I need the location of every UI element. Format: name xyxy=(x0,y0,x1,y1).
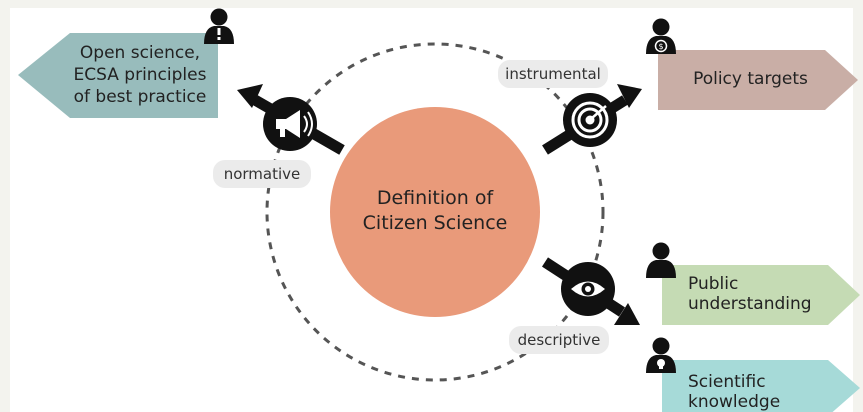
scientific-knowledge-line2: knowledge xyxy=(688,392,781,412)
open-science-label: Open science, ECSA principles of best pr… xyxy=(60,42,220,108)
public-understanding-line1: Public xyxy=(688,274,739,294)
scientific-knowledge-label: Scientific knowledge xyxy=(688,372,828,412)
eye-icon xyxy=(571,281,605,297)
person-exclamation-icon xyxy=(204,8,234,44)
public-understanding-line2: understanding xyxy=(688,294,812,314)
person-dollar-icon: $ xyxy=(646,18,676,54)
target-icon xyxy=(571,101,609,139)
policy-targets-shape xyxy=(658,50,858,110)
center-title-line1: Definition of xyxy=(376,187,494,209)
center-title: Definition of Citizen Science xyxy=(330,186,540,235)
dashed-ring xyxy=(265,42,605,382)
open-science-line3: of best practice xyxy=(73,87,207,107)
open-science-line1: Open science, xyxy=(79,43,201,63)
descriptive-label: descriptive xyxy=(509,326,609,354)
open-science-shape xyxy=(18,33,218,118)
megaphone-icon xyxy=(276,110,313,138)
center-circle xyxy=(330,107,540,317)
open-science-line2: ECSA principles xyxy=(73,65,207,85)
center-title-line2: Citizen Science xyxy=(362,211,508,234)
instrumental-label: instrumental xyxy=(498,60,608,88)
person-lightbulb-icon xyxy=(646,337,676,373)
public-understanding-shape xyxy=(662,265,860,325)
person-icon xyxy=(646,242,676,278)
scientific-knowledge-line1: Scientific xyxy=(688,372,766,392)
policy-targets-label: Policy targets xyxy=(693,69,808,89)
public-understanding-label: Public understanding xyxy=(688,274,828,314)
svg-text:$: $ xyxy=(658,42,663,51)
normative-label: normative xyxy=(213,160,311,188)
scientific-knowledge-shape xyxy=(662,360,860,412)
